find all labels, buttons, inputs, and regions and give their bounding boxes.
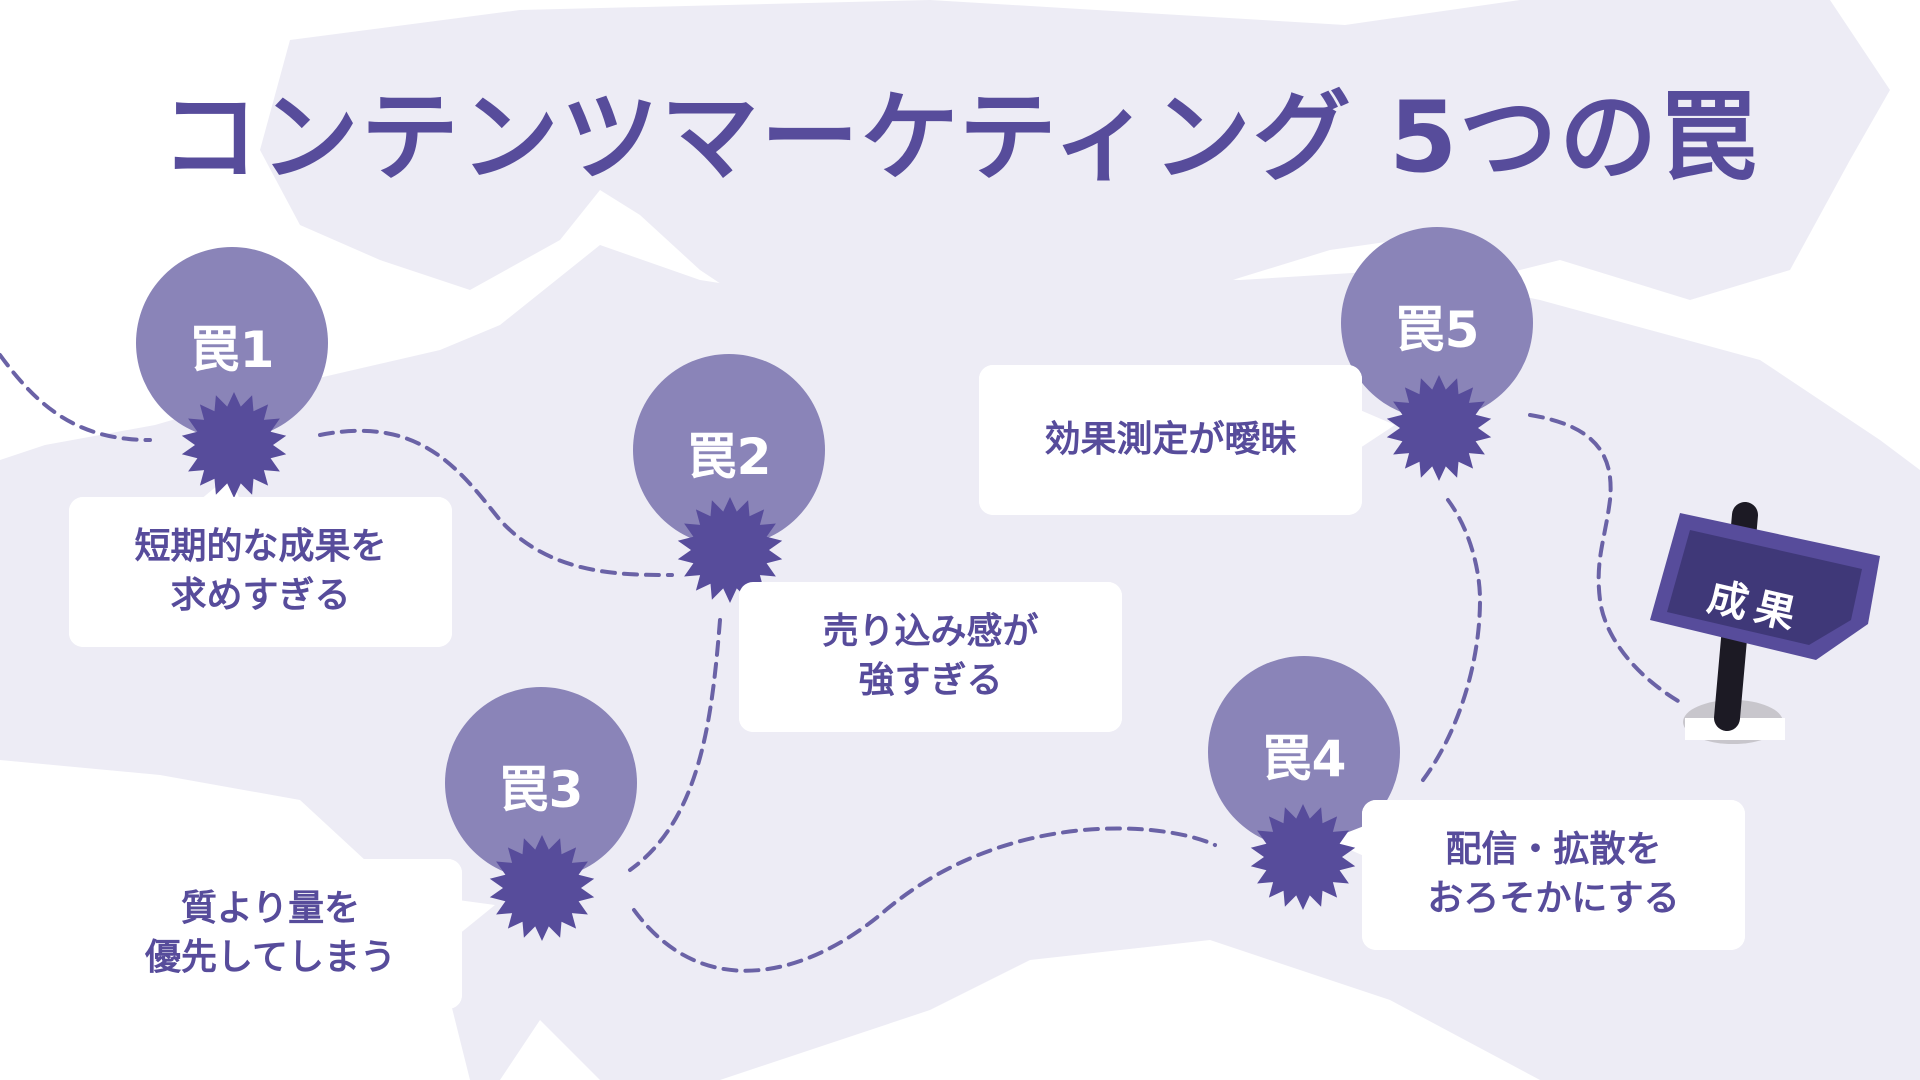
trap-label-2: 罠2: [686, 428, 772, 486]
trap-bursts: [181, 375, 1492, 941]
page-title: コンテンツマーケティング 5つの罠: [160, 81, 1760, 195]
route-segment: [632, 826, 1217, 973]
trap-description-line: 強すぎる: [858, 660, 1003, 701]
trap-description-1: 短期的な成果を 求めすぎる: [69, 497, 452, 647]
signpost-base-cut: [1685, 718, 1785, 740]
trap-description-3: 質より量を 優先してしまう: [79, 859, 462, 1009]
trap-burst-3: [489, 835, 595, 941]
trap-label-1: 罠1: [189, 321, 275, 379]
signpost-board-inner: [1667, 530, 1862, 645]
trap-description-line: 効果測定が曖昧: [1044, 418, 1297, 460]
trap-burst-2: [677, 497, 783, 603]
trap-circles: [136, 227, 1533, 879]
trap-description-line: 求めすぎる: [170, 575, 351, 616]
trap-description-line: おろそかにする: [1427, 878, 1680, 919]
route-segment: [628, 618, 722, 872]
route-segment: [1528, 413, 1687, 707]
trap-burst-1: [181, 392, 287, 498]
trap-label-4: 罠4: [1261, 730, 1347, 788]
trap-circle-4: [1208, 656, 1400, 848]
trap-description-line: 優先してしまう: [145, 937, 396, 978]
trap-description-line: 配信・拡散を: [1445, 829, 1662, 871]
trap-description-line: 質より量を: [180, 888, 361, 930]
trap-label-5: 罠5: [1394, 301, 1480, 359]
trap-description-line: 売り込み感が: [822, 611, 1039, 653]
callout-tail-5: [1360, 410, 1395, 448]
callout-tail-3: [458, 900, 495, 935]
route-segment: [318, 428, 674, 577]
goal-signpost: [1650, 502, 1880, 744]
trap-circle-1: [136, 247, 328, 439]
trap-burst-4: [1250, 804, 1356, 910]
route-segment: [1421, 498, 1483, 782]
trap-circle-5: [1341, 227, 1533, 419]
trap-label-3: 罠3: [498, 761, 584, 819]
callout-tail-4: [1328, 826, 1364, 856]
trap-description-2: 売り込み感が 強すぎる: [739, 582, 1122, 732]
trap-burst-5: [1386, 375, 1492, 481]
trap-description-4: 配信・拡散を おろそかにする: [1362, 800, 1745, 950]
trap-description-5: 効果測定が曖昧: [979, 365, 1362, 515]
route-path: [0, 353, 1687, 973]
trap-circle-3: [445, 687, 637, 879]
trap-description-line: 短期的な成果を: [134, 526, 387, 568]
trap-circle-2: [633, 354, 825, 546]
route-segment: [0, 353, 152, 442]
